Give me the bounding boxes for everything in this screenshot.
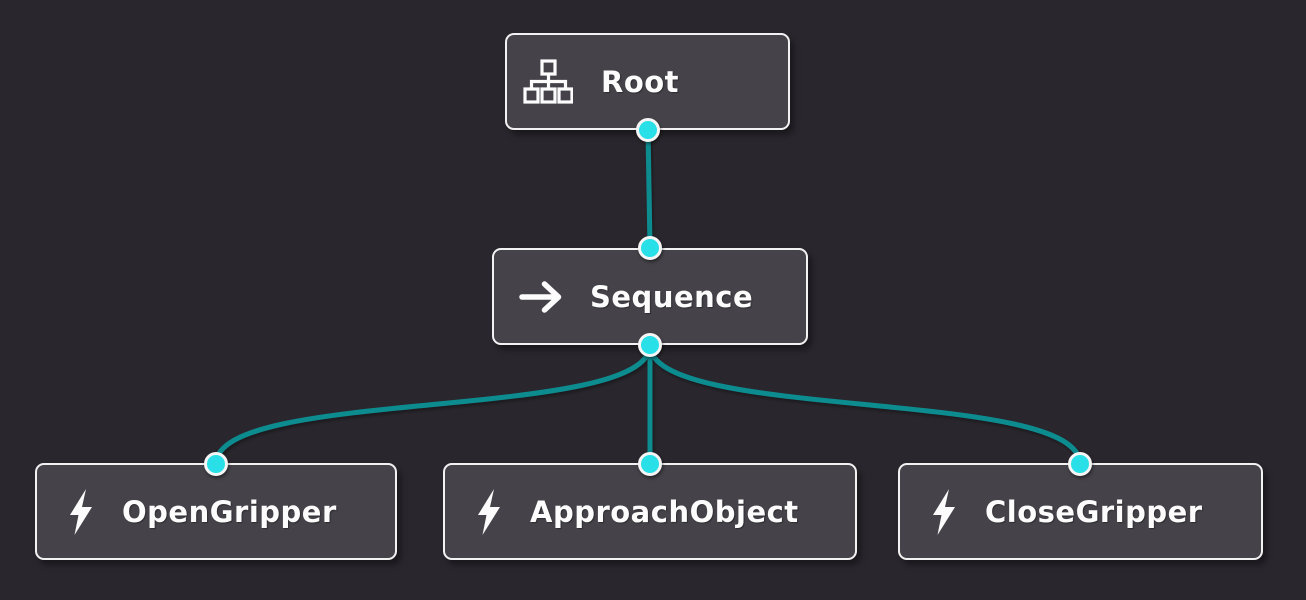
bolt-icon — [68, 488, 94, 535]
edge-sequence-close-gripper[interactable] — [647, 342, 1083, 467]
node-sequence[interactable]: Sequence — [492, 248, 808, 345]
node-root[interactable]: Root — [505, 33, 790, 130]
port-sequence-output[interactable] — [638, 333, 662, 357]
edge-root-sequence[interactable] — [645, 127, 653, 251]
port-root-output[interactable] — [636, 118, 660, 142]
port-open-gripper-input[interactable] — [204, 452, 228, 476]
node-approach-object[interactable]: ApproachObject — [443, 463, 857, 560]
bolt-icon — [931, 488, 957, 535]
node-label: CloseGripper — [985, 494, 1203, 529]
edge-sequence-open-gripper[interactable] — [213, 342, 653, 467]
bolt-icon — [476, 488, 502, 535]
arrow-right-icon — [518, 280, 564, 314]
node-label: Root — [601, 64, 680, 99]
node-label: OpenGripper — [122, 494, 337, 529]
node-close-gripper[interactable]: CloseGripper — [898, 463, 1263, 560]
node-label: ApproachObject — [530, 494, 799, 529]
port-close-gripper-input[interactable] — [1068, 452, 1092, 476]
node-open-gripper[interactable]: OpenGripper — [35, 463, 397, 560]
port-sequence-input[interactable] — [638, 236, 662, 260]
subtree-icon — [523, 58, 573, 105]
node-label: Sequence — [590, 279, 754, 314]
port-approach-object-input[interactable] — [638, 452, 662, 476]
